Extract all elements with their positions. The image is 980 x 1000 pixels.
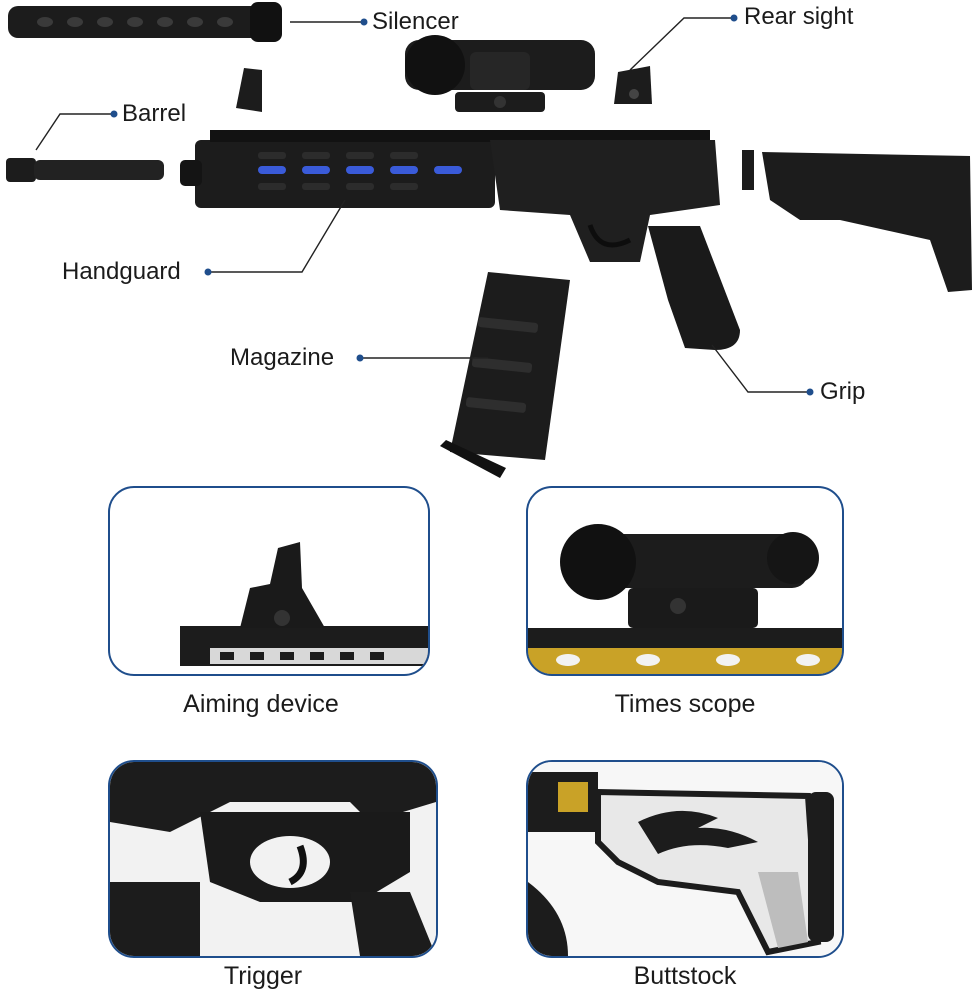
barrel-label: Barrel: [122, 100, 187, 127]
buttstock-caption: Buttstock: [633, 962, 737, 990]
aiming-device-panel: [108, 486, 430, 676]
exploded-parts-diagram: [6, 2, 972, 478]
handguard-leader: [210, 199, 346, 273]
front-sight-part: [236, 68, 262, 112]
aiming-device-caption: Aiming device: [183, 690, 339, 718]
leader-lines: [35, 17, 808, 393]
grip-leader: [711, 344, 808, 393]
rear-sight-leader: [629, 17, 732, 71]
rear-sight-part: [614, 66, 652, 104]
scope-part: [405, 35, 595, 112]
grip-part: [648, 226, 740, 350]
handguard-label: Handguard: [62, 258, 181, 285]
times-scope-image: [528, 524, 842, 674]
magazine-part: [440, 272, 570, 478]
aiming-device-image: [180, 542, 428, 666]
trigger-image: [110, 762, 436, 956]
barrel-part: [6, 158, 164, 182]
times-scope-panel: [526, 486, 844, 676]
magazine-label: Magazine: [230, 344, 335, 371]
trigger-caption: Trigger: [223, 962, 303, 990]
silencer-part: [8, 2, 282, 42]
buttstock-panel: [526, 760, 844, 958]
barrel-leader: [35, 113, 112, 151]
grip-label: Grip: [820, 378, 866, 405]
silencer-label: Silencer: [372, 8, 459, 35]
leader-dots: [110, 14, 814, 396]
buttstock-image: [528, 762, 842, 956]
times-scope-caption: Times scope: [614, 690, 756, 718]
trigger-panel: [108, 760, 438, 958]
rear-sight-label: Rear sight: [744, 3, 854, 30]
buttstock-part: [742, 150, 972, 292]
gun-body: [180, 130, 720, 262]
